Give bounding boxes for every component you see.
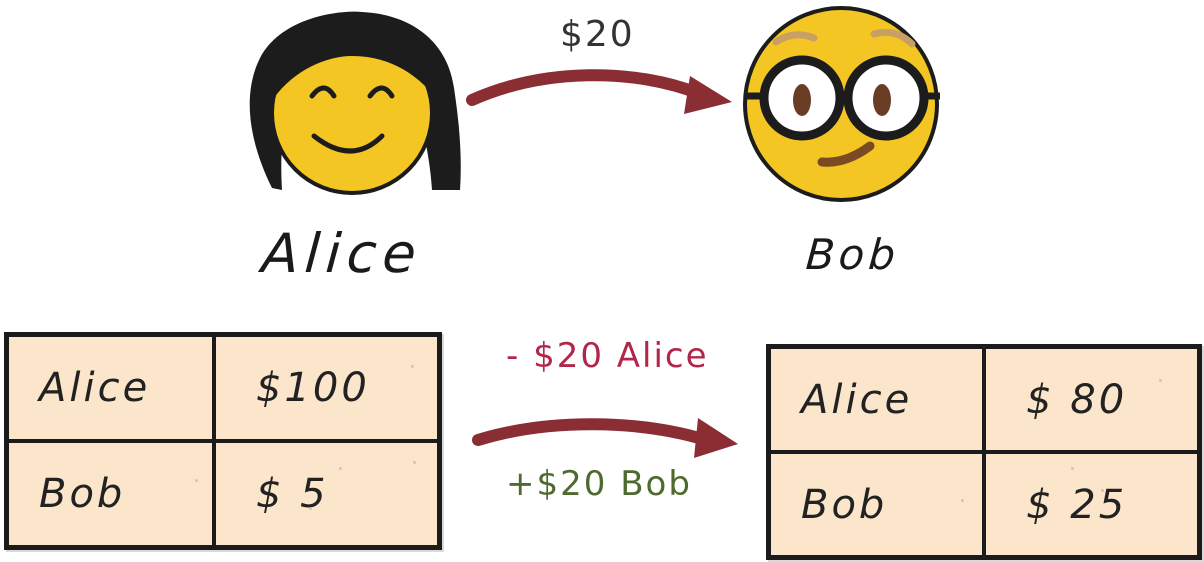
ledger-before-name-bob: Bob [9, 439, 216, 545]
transfer-amount-label: $20 [560, 14, 635, 55]
ledger-after-balance-alice: $ 80 [982, 349, 1197, 454]
bob-avatar-icon [743, 6, 940, 202]
alice-avatar-icon [249, 11, 461, 195]
ledger-before-balance-alice: $100 [211, 337, 437, 443]
ledger-after-name-alice: Alice [771, 349, 987, 454]
update-arrow-icon [472, 418, 738, 458]
ledger-after: Alice $ 80 Bob $ 25 [766, 344, 1202, 560]
transfer-arrow-icon [466, 69, 732, 114]
table-row: Alice $ 80 [771, 349, 1197, 454]
ledger-before-name-alice: Alice [9, 337, 216, 443]
bob-name-label: Bob [804, 230, 901, 279]
ledger-before: Alice $100 Bob $ 5 [4, 332, 442, 550]
ledger-after-name-bob: Bob [771, 450, 987, 555]
table-row: Bob $ 25 [771, 450, 1197, 555]
ledger-after-balance-bob: $ 25 [982, 450, 1197, 555]
debit-label: - $20 Alice [506, 336, 709, 376]
ledger-before-balance-bob: $ 5 [211, 439, 437, 545]
table-row: Bob $ 5 [9, 439, 437, 545]
alice-name-label: Alice [259, 222, 425, 285]
credit-label: +$20 Bob [506, 464, 692, 504]
table-row: Alice $100 [9, 337, 437, 443]
